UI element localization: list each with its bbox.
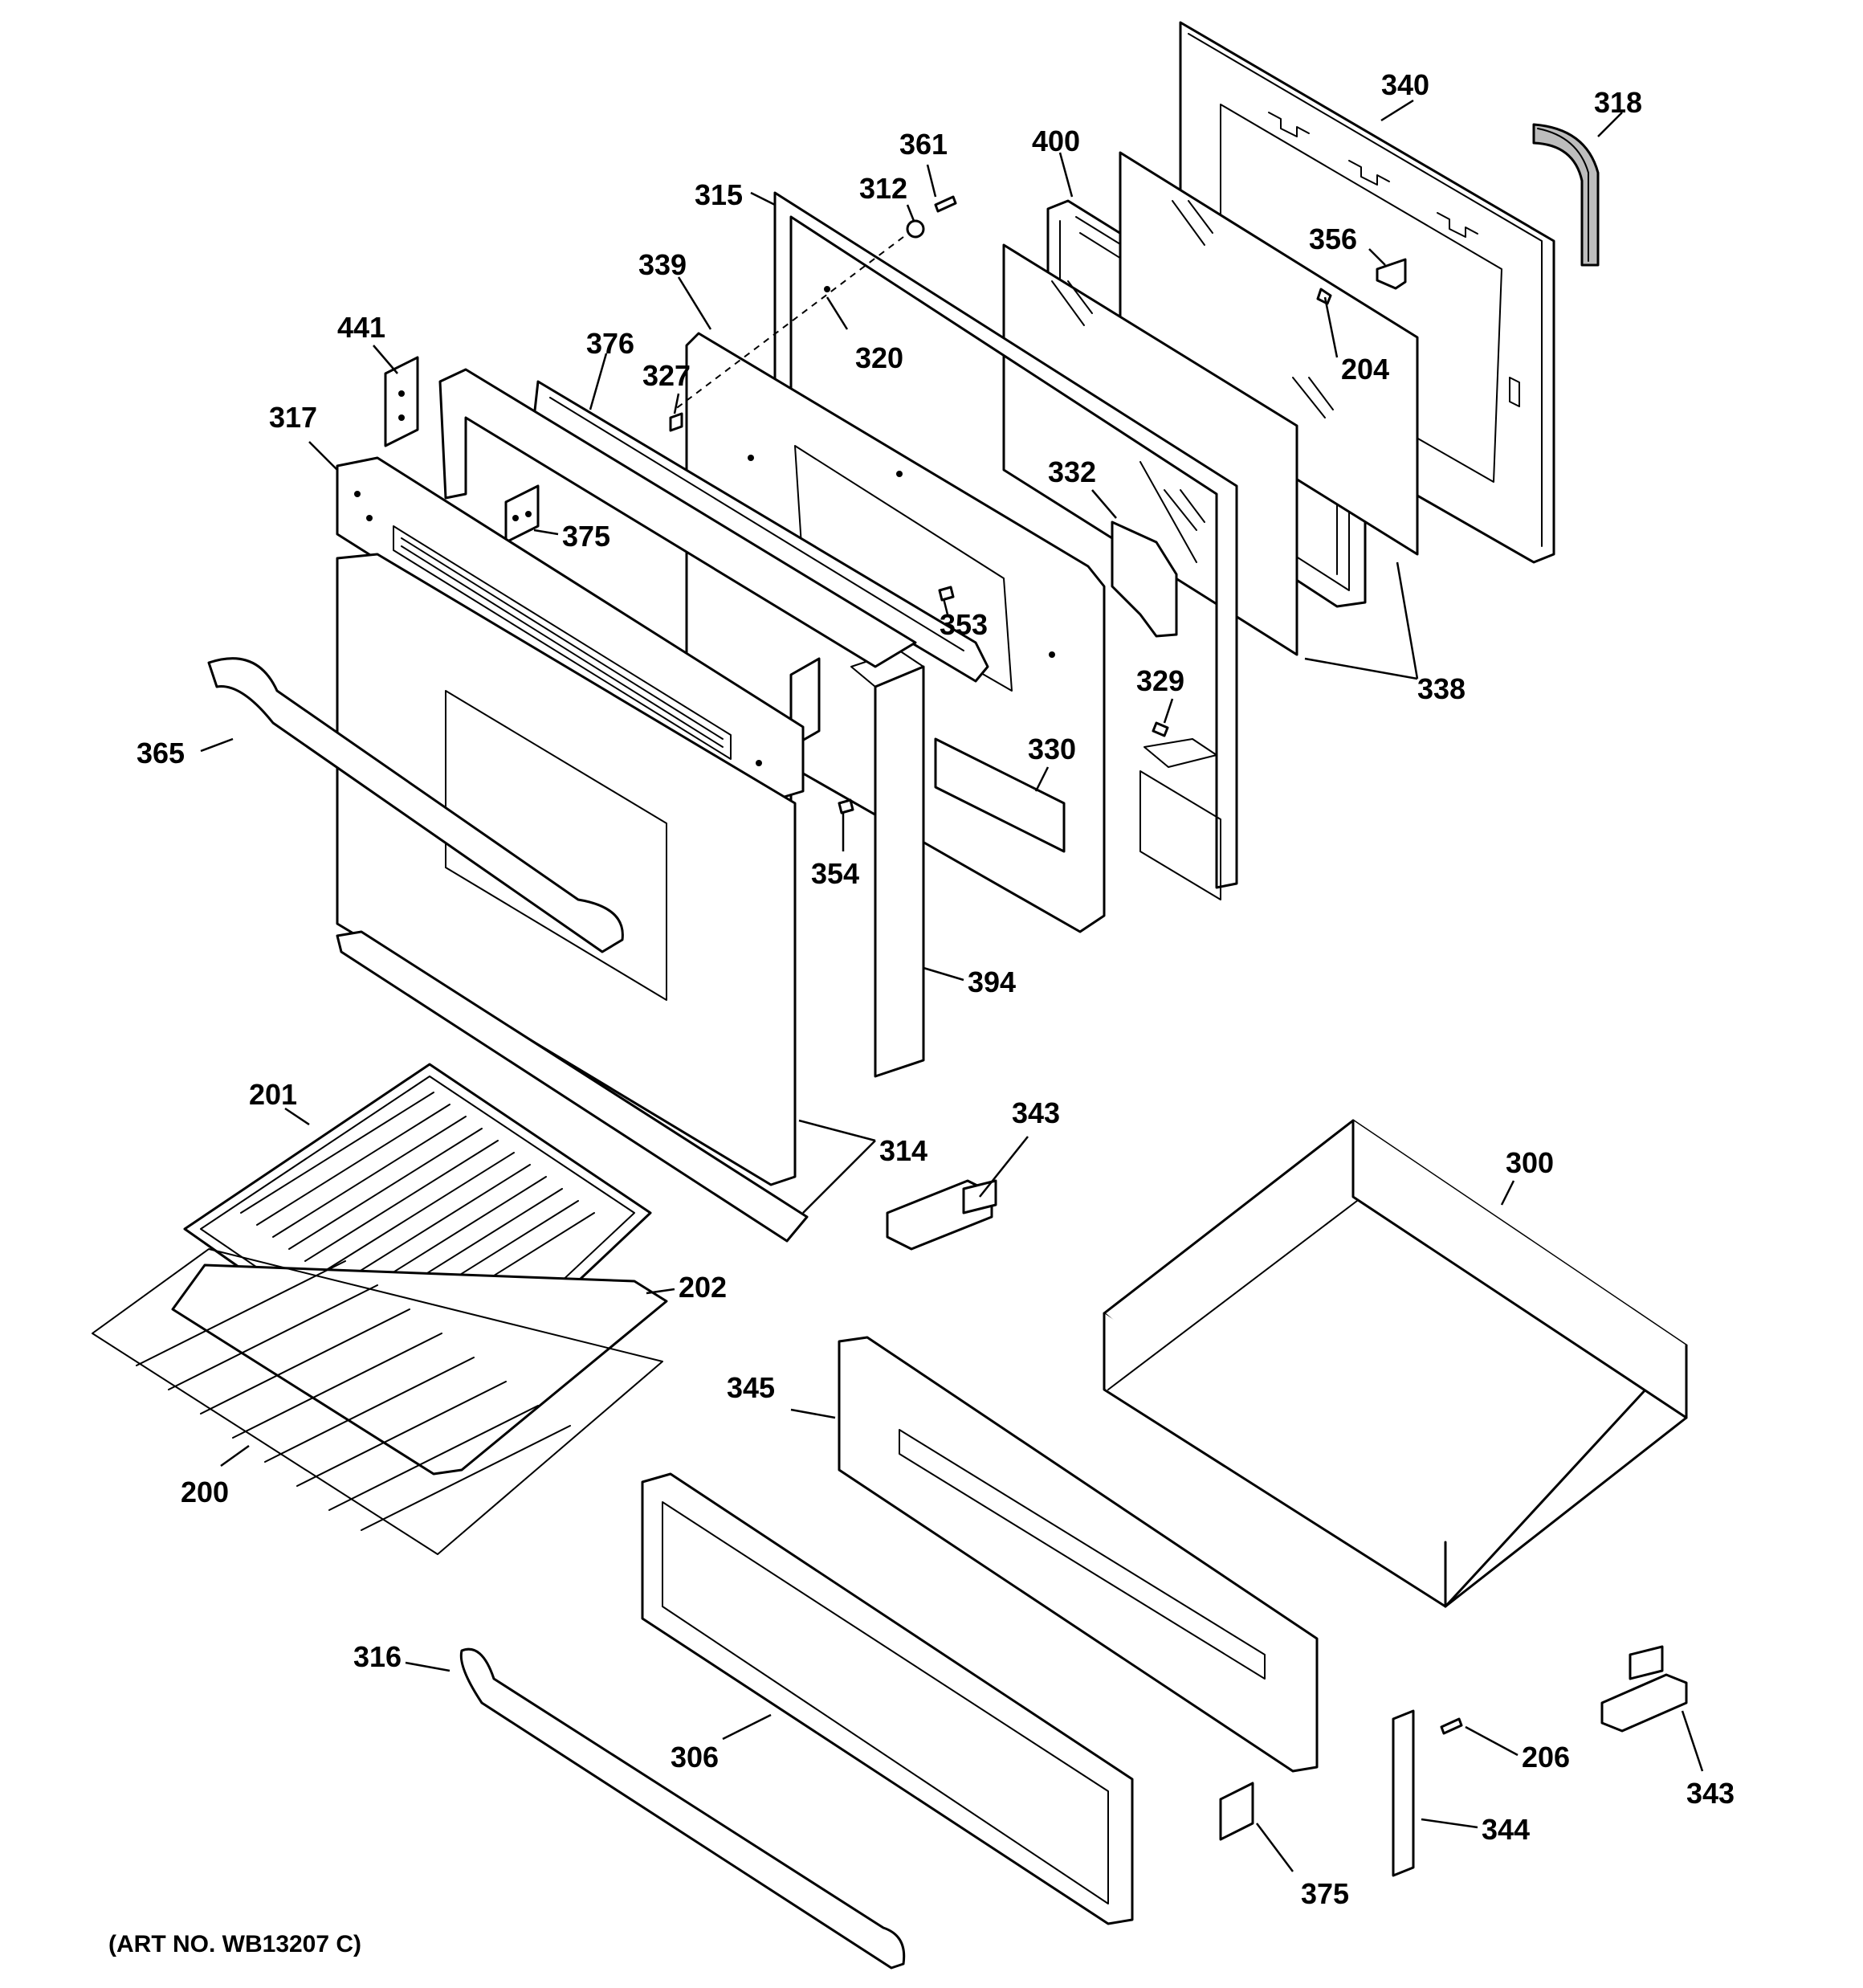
callout-300: 300 (1506, 1146, 1554, 1179)
drawer-rail-344 (1392, 1709, 1415, 1877)
door-gasket-318 (1532, 123, 1600, 267)
callout-312: 312 (859, 172, 907, 205)
bracket-375-upper (504, 484, 540, 544)
screw-329 (1152, 721, 1169, 737)
hinge-bracket-441 (384, 356, 419, 447)
broiler-pan-grid-201 (183, 1063, 652, 1411)
washer-312 (906, 219, 925, 239)
door-frame-left-376 (438, 368, 917, 668)
callout-394: 394 (968, 965, 1016, 998)
callout-339: 339 (638, 248, 687, 281)
screw-206 (1440, 1717, 1463, 1735)
callout-329: 329 (1136, 664, 1184, 697)
callout-327: 327 (642, 359, 691, 392)
drawer-slide-343-lower (1600, 1645, 1688, 1733)
drawer-front-inner-345 (838, 1336, 1319, 1773)
callout-314: 314 (879, 1134, 927, 1167)
side-trim-394 (850, 650, 925, 1078)
screw-354 (838, 798, 854, 814)
callout-320: 320 (855, 341, 903, 374)
callout-343-upper: 343 (1012, 1096, 1060, 1129)
oven-rack-200 (92, 1248, 663, 1555)
clip-327 (669, 412, 683, 432)
callout-361: 361 (899, 128, 948, 161)
callout-345: 345 (727, 1371, 775, 1404)
screw-204 (1316, 288, 1332, 305)
callout-344: 344 (1482, 1813, 1530, 1846)
callout-315: 315 (695, 178, 743, 211)
screw-361 (934, 195, 957, 213)
bracket-375-lower (1219, 1782, 1254, 1841)
broiler-pan-202 (171, 1263, 668, 1476)
callout-343-lower: 343 (1686, 1777, 1735, 1810)
callout-202: 202 (679, 1271, 727, 1304)
vent-panel-330 (934, 737, 1066, 853)
leader-lines (200, 99, 1704, 1872)
callout-318: 318 (1594, 86, 1642, 119)
drawer-slide-343-upper (886, 1179, 997, 1251)
callout-201: 201 (249, 1078, 297, 1111)
callout-338: 338 (1417, 672, 1466, 705)
callout-200: 200 (181, 1476, 229, 1508)
callout-labels: 340 318 361 400 312 315 356 339 320 204 … (137, 68, 1735, 1910)
callout-340: 340 (1381, 68, 1429, 101)
drawer-handle-316 (459, 1647, 906, 1970)
door-bottom-trim-314 (336, 930, 809, 1243)
bracket-356 (1376, 258, 1407, 290)
callout-330: 330 (1028, 733, 1076, 765)
drawer-front-panel-306 (641, 1472, 1134, 1925)
screw-353 (938, 586, 955, 602)
callout-400: 400 (1032, 125, 1080, 157)
callout-353: 353 (940, 608, 988, 641)
callout-204: 204 (1341, 353, 1389, 386)
drawer-body-300 (1103, 1119, 1688, 1608)
callout-375-upper: 375 (562, 520, 610, 553)
door-handle-365 (207, 657, 624, 953)
callout-317: 317 (269, 401, 317, 434)
art-number: (ART NO. WB13207 C) (108, 1931, 361, 1957)
callout-356: 356 (1309, 222, 1357, 255)
callout-206: 206 (1522, 1741, 1570, 1774)
callout-365: 365 (137, 737, 185, 769)
callout-316: 316 (353, 1640, 402, 1673)
door-glass-338-rear (1119, 151, 1419, 556)
callout-376: 376 (586, 327, 634, 360)
callout-332: 332 (1048, 455, 1096, 488)
vent-trim-317 (336, 456, 805, 805)
callout-375-lower: 375 (1301, 1877, 1349, 1910)
callout-354: 354 (811, 857, 859, 890)
callout-306: 306 (671, 1741, 719, 1774)
air-deflector-332 (1111, 461, 1197, 638)
callout-441: 441 (337, 311, 385, 344)
